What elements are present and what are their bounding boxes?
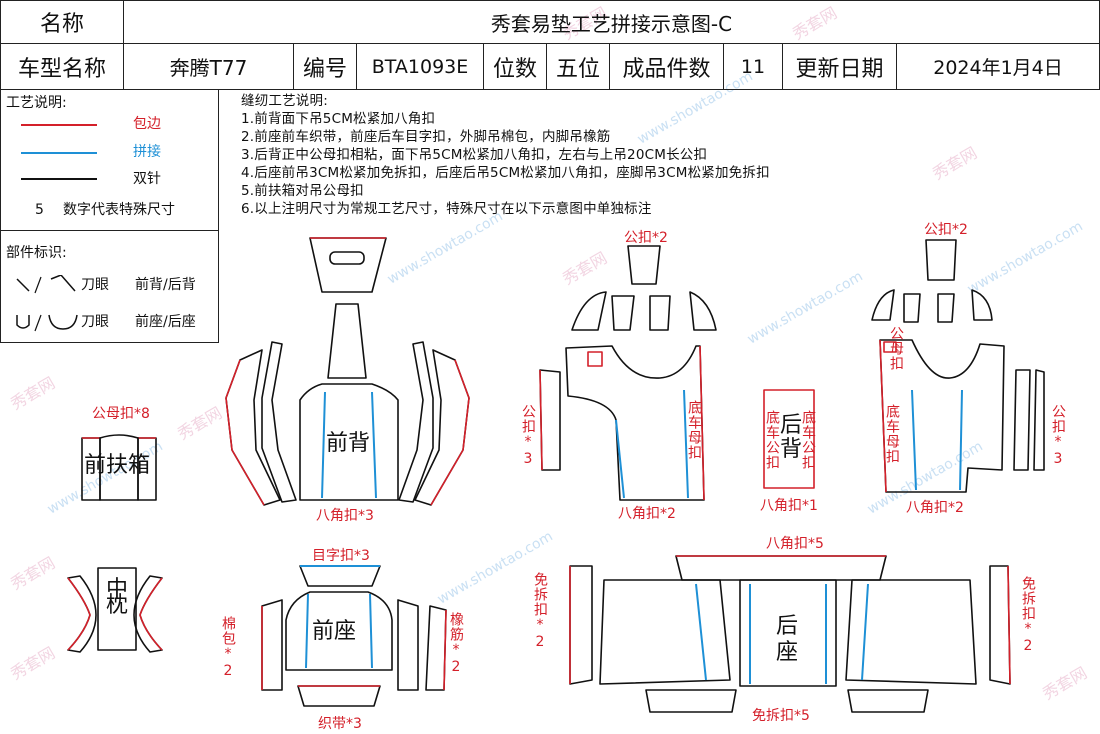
legend-box: 工艺说明: 包边 拼接 双针 5 数字代表特殊尺寸 bbox=[0, 89, 219, 231]
rear-back-left-pieces bbox=[539, 245, 717, 501]
rear-back-right-pieces bbox=[871, 239, 1045, 493]
sewing-notes: 缝纫工艺说明: 1.前背面下吊5CM松紧加八角扣 2.前座前车织带，前座后车目字… bbox=[241, 92, 941, 218]
rear-back-right-bottom-note: 八角扣*2 bbox=[906, 500, 964, 516]
sewing-note-line: 5.前扶箱对吊公母扣 bbox=[241, 183, 364, 199]
rear-back-left-bottom-note: 八角扣*2 bbox=[618, 506, 676, 522]
notch-u-icon bbox=[16, 314, 78, 332]
parts-id-meaning-1: 前背/后背 bbox=[135, 277, 196, 293]
rear-back-right-inner-top-note: 公母扣 bbox=[888, 326, 904, 371]
front-seat-left-note: 棉包*2 bbox=[220, 616, 236, 680]
rear-back-center-right-note: 底车公扣 bbox=[800, 410, 816, 470]
rear-seat-right-note: 免拆扣*2 bbox=[1020, 576, 1036, 655]
front-back-pieces bbox=[225, 237, 470, 506]
rear-back-center-left-note: 底车公扣 bbox=[764, 410, 780, 470]
parts-id-box: 部件标识: 刀眼 前背/后背 刀眼 前座/后座 bbox=[0, 230, 219, 343]
front-seat-pieces bbox=[261, 565, 447, 707]
front-seat-bottom-note: 织带*3 bbox=[318, 716, 362, 732]
rear-seat-bottom-note: 免拆扣*5 bbox=[752, 708, 810, 724]
rear-seat-pieces bbox=[569, 555, 1011, 713]
front-back-note: 八角扣*3 bbox=[316, 508, 374, 524]
pieces-label: 成品件数 bbox=[609, 43, 724, 90]
legend-label-splice: 拼接 bbox=[133, 144, 161, 160]
parts-id-mark-1: 刀眼 bbox=[81, 277, 109, 293]
rear-back-left-inner-note: 底车母扣 bbox=[686, 400, 702, 460]
model-label: 车型名称 bbox=[0, 43, 124, 90]
legend-size-text: 数字代表特殊尺寸 bbox=[63, 202, 175, 218]
legend-line-splice bbox=[21, 152, 97, 154]
sewing-note-line: 3.后背正中公母扣相粘，面下吊5CM松紧加八角扣，左右与上吊20CM长公扣 bbox=[241, 147, 708, 163]
legend-line-double-needle bbox=[21, 178, 97, 180]
sewing-note-line: 2.前座前车织带，前座后车目字扣，外脚吊棉包，内脚吊橡筋 bbox=[241, 129, 611, 145]
parts-id-meaning-2: 前座/后座 bbox=[135, 314, 196, 330]
legend-label-edge-binding: 包边 bbox=[133, 116, 161, 132]
rear-seat-left-note: 免拆扣*2 bbox=[532, 572, 548, 651]
rear-back-right-side-note: 公扣*3 bbox=[1050, 404, 1066, 468]
rear-seat-top-note: 八角扣*5 bbox=[766, 536, 824, 552]
legend-line-edge-binding bbox=[21, 124, 97, 126]
front-back-label: 前背 bbox=[326, 431, 371, 456]
sewing-note-line: 4.后座前吊3CM松紧加免拆扣，后座后吊5CM松紧加八角扣，座脚吊3CM松紧加免… bbox=[241, 165, 770, 181]
seats-label: 位数 bbox=[483, 43, 547, 90]
middle-pillow-pieces bbox=[67, 567, 163, 653]
code-label: 编号 bbox=[293, 43, 357, 90]
rear-back-center-note: 八角扣*1 bbox=[760, 498, 818, 514]
front-seat-right-note: 橡筋*2 bbox=[448, 612, 464, 676]
legend-size-number: 5 bbox=[35, 202, 44, 218]
parts-id-title: 部件标识: bbox=[6, 245, 67, 261]
parts-id-mark-2: 刀眼 bbox=[81, 314, 109, 330]
sewing-note-line: 6.以上注明尺寸为常规工艺尺寸，特殊尺寸在以下示意图中单独标注 bbox=[241, 201, 652, 217]
front-armrest-label: 前扶箱 bbox=[84, 453, 151, 478]
rear-back-left-side-note: 公扣*3 bbox=[520, 404, 536, 468]
rear-seat-label: 后座 bbox=[776, 614, 799, 665]
legend-title: 工艺说明: bbox=[6, 95, 67, 111]
front-armrest-note: 公母扣*8 bbox=[92, 406, 150, 422]
sewing-notes-title: 缝纫工艺说明: bbox=[241, 93, 328, 109]
rear-back-right-inner-note: 底车母扣 bbox=[884, 404, 900, 464]
front-seat-label: 前座 bbox=[312, 619, 357, 644]
notch-v-icon bbox=[16, 275, 76, 294]
legend-label-double-needle: 双针 bbox=[133, 171, 161, 187]
rear-back-right-top-note: 公扣*2 bbox=[924, 222, 968, 238]
sewing-note-line: 1.前背面下吊5CM松紧加八角扣 bbox=[241, 111, 436, 127]
front-seat-top-note: 目字扣*3 bbox=[312, 548, 370, 564]
rear-back-left-top-note: 公扣*2 bbox=[624, 230, 668, 246]
rear-back-center-piece bbox=[763, 389, 815, 489]
rear-back-center-label: 后背 bbox=[780, 413, 803, 462]
middle-pillow-label: 中枕 bbox=[106, 577, 129, 618]
front-armrest-pieces bbox=[81, 434, 157, 501]
